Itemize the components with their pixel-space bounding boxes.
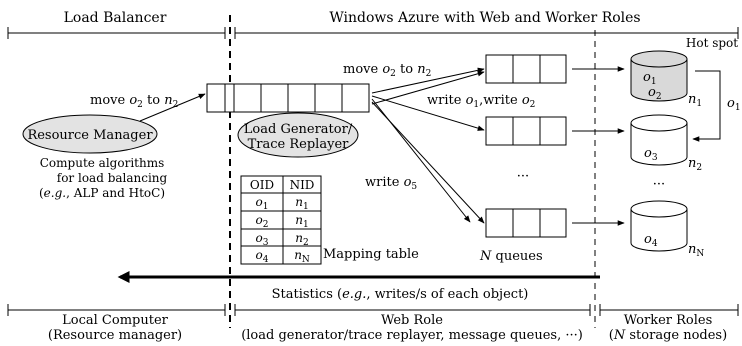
rm-to-queue-arrow bbox=[139, 93, 206, 122]
resource-manager: Resource Manager Compute algorithms for … bbox=[22, 93, 206, 200]
hot-spot-label: Hot spot bbox=[686, 36, 738, 50]
mapping-table-caption: Mapping table bbox=[323, 247, 419, 262]
storage-node-n: o4 bbox=[630, 200, 688, 252]
node2-name: n2 bbox=[688, 156, 702, 173]
load-generator-label-2: Trace Replayer bbox=[248, 137, 349, 152]
statistics-label: Statistics (e.g., writes/s of each objec… bbox=[272, 287, 529, 302]
generator-input-queue bbox=[206, 83, 370, 113]
local-computer-label: Local Computer bbox=[62, 313, 168, 328]
web-role-sublabel: (load generator/trace replayer, message … bbox=[241, 328, 583, 343]
table-cell-oid-2: o2 bbox=[256, 213, 269, 230]
table-cell-oid-3: o3 bbox=[256, 231, 269, 248]
n-queues-label: N queues bbox=[479, 249, 543, 264]
table-cell-nid-1: n1 bbox=[295, 195, 308, 212]
noden-obj-1: o4 bbox=[644, 232, 658, 249]
node1-name: n1 bbox=[688, 92, 702, 109]
azure-header: Windows Azure with Web and Worker Roles bbox=[329, 10, 640, 26]
table-header-nid: NID bbox=[290, 178, 315, 192]
local-computer-sublabel: (Resource manager) bbox=[48, 328, 182, 343]
worker-roles-sublabel: (N storage nodes) bbox=[609, 328, 727, 343]
rm-desc-line1: Compute algorithms bbox=[40, 156, 165, 170]
table-cell-nid-2: n1 bbox=[295, 213, 308, 230]
bottom-footer: Local Computer (Resource manager) Web Ro… bbox=[7, 304, 739, 343]
migration-bracket: o1 bbox=[692, 70, 741, 142]
nodes-ellipsis: ··· bbox=[653, 177, 665, 192]
write-o5-label: write o5 bbox=[365, 175, 417, 192]
message-queue-1 bbox=[485, 54, 567, 84]
message-queue-n bbox=[485, 208, 567, 238]
resource-manager-label: Resource Manager bbox=[27, 128, 153, 143]
load-balancer-header: Load Balancer bbox=[64, 10, 167, 26]
message-queue-2 bbox=[485, 116, 567, 146]
table-cell-nid-3: n2 bbox=[295, 231, 308, 248]
node1-obj-1: o1 bbox=[643, 70, 657, 87]
fanout-arrows bbox=[371, 67, 485, 224]
write-o1-o2-label: write o1,write o2 bbox=[427, 93, 535, 110]
node1-obj-2: o2 bbox=[648, 85, 662, 102]
rm-desc-line2: for load balancing bbox=[57, 171, 168, 185]
mapping-table: OID NID o1 n1 o2 n1 o3 n2 o4 nN bbox=[240, 175, 322, 265]
web-move-label: move o2 to n2 bbox=[343, 62, 431, 79]
table-cell-nid-4: nN bbox=[294, 248, 310, 265]
table-header-oid: OID bbox=[250, 178, 274, 192]
node2-obj-1: o3 bbox=[644, 146, 658, 163]
storage-node-1: o1 o2 bbox=[630, 50, 688, 102]
rm-desc-line3: (e.g., ALP and HtoC) bbox=[39, 186, 165, 200]
table-cell-oid-1: o1 bbox=[256, 195, 269, 212]
noden-name: nN bbox=[688, 242, 704, 259]
migrate-o1-label: o1 bbox=[727, 96, 741, 113]
worker-roles-label: Worker Roles bbox=[624, 313, 713, 328]
load-generator: Load Generator/ Trace Replayer bbox=[237, 112, 359, 158]
web-role-label: Web Role bbox=[381, 313, 443, 328]
load-generator-label-1: Load Generator/ bbox=[244, 122, 353, 137]
queues-ellipsis: ··· bbox=[517, 169, 529, 184]
top-header: Load Balancer Windows Azure with Web and… bbox=[7, 10, 739, 39]
table-cell-oid-4: o4 bbox=[256, 248, 269, 265]
storage-node-2: o3 bbox=[630, 114, 688, 166]
rm-move-label: move o2 to n2 bbox=[90, 93, 178, 110]
